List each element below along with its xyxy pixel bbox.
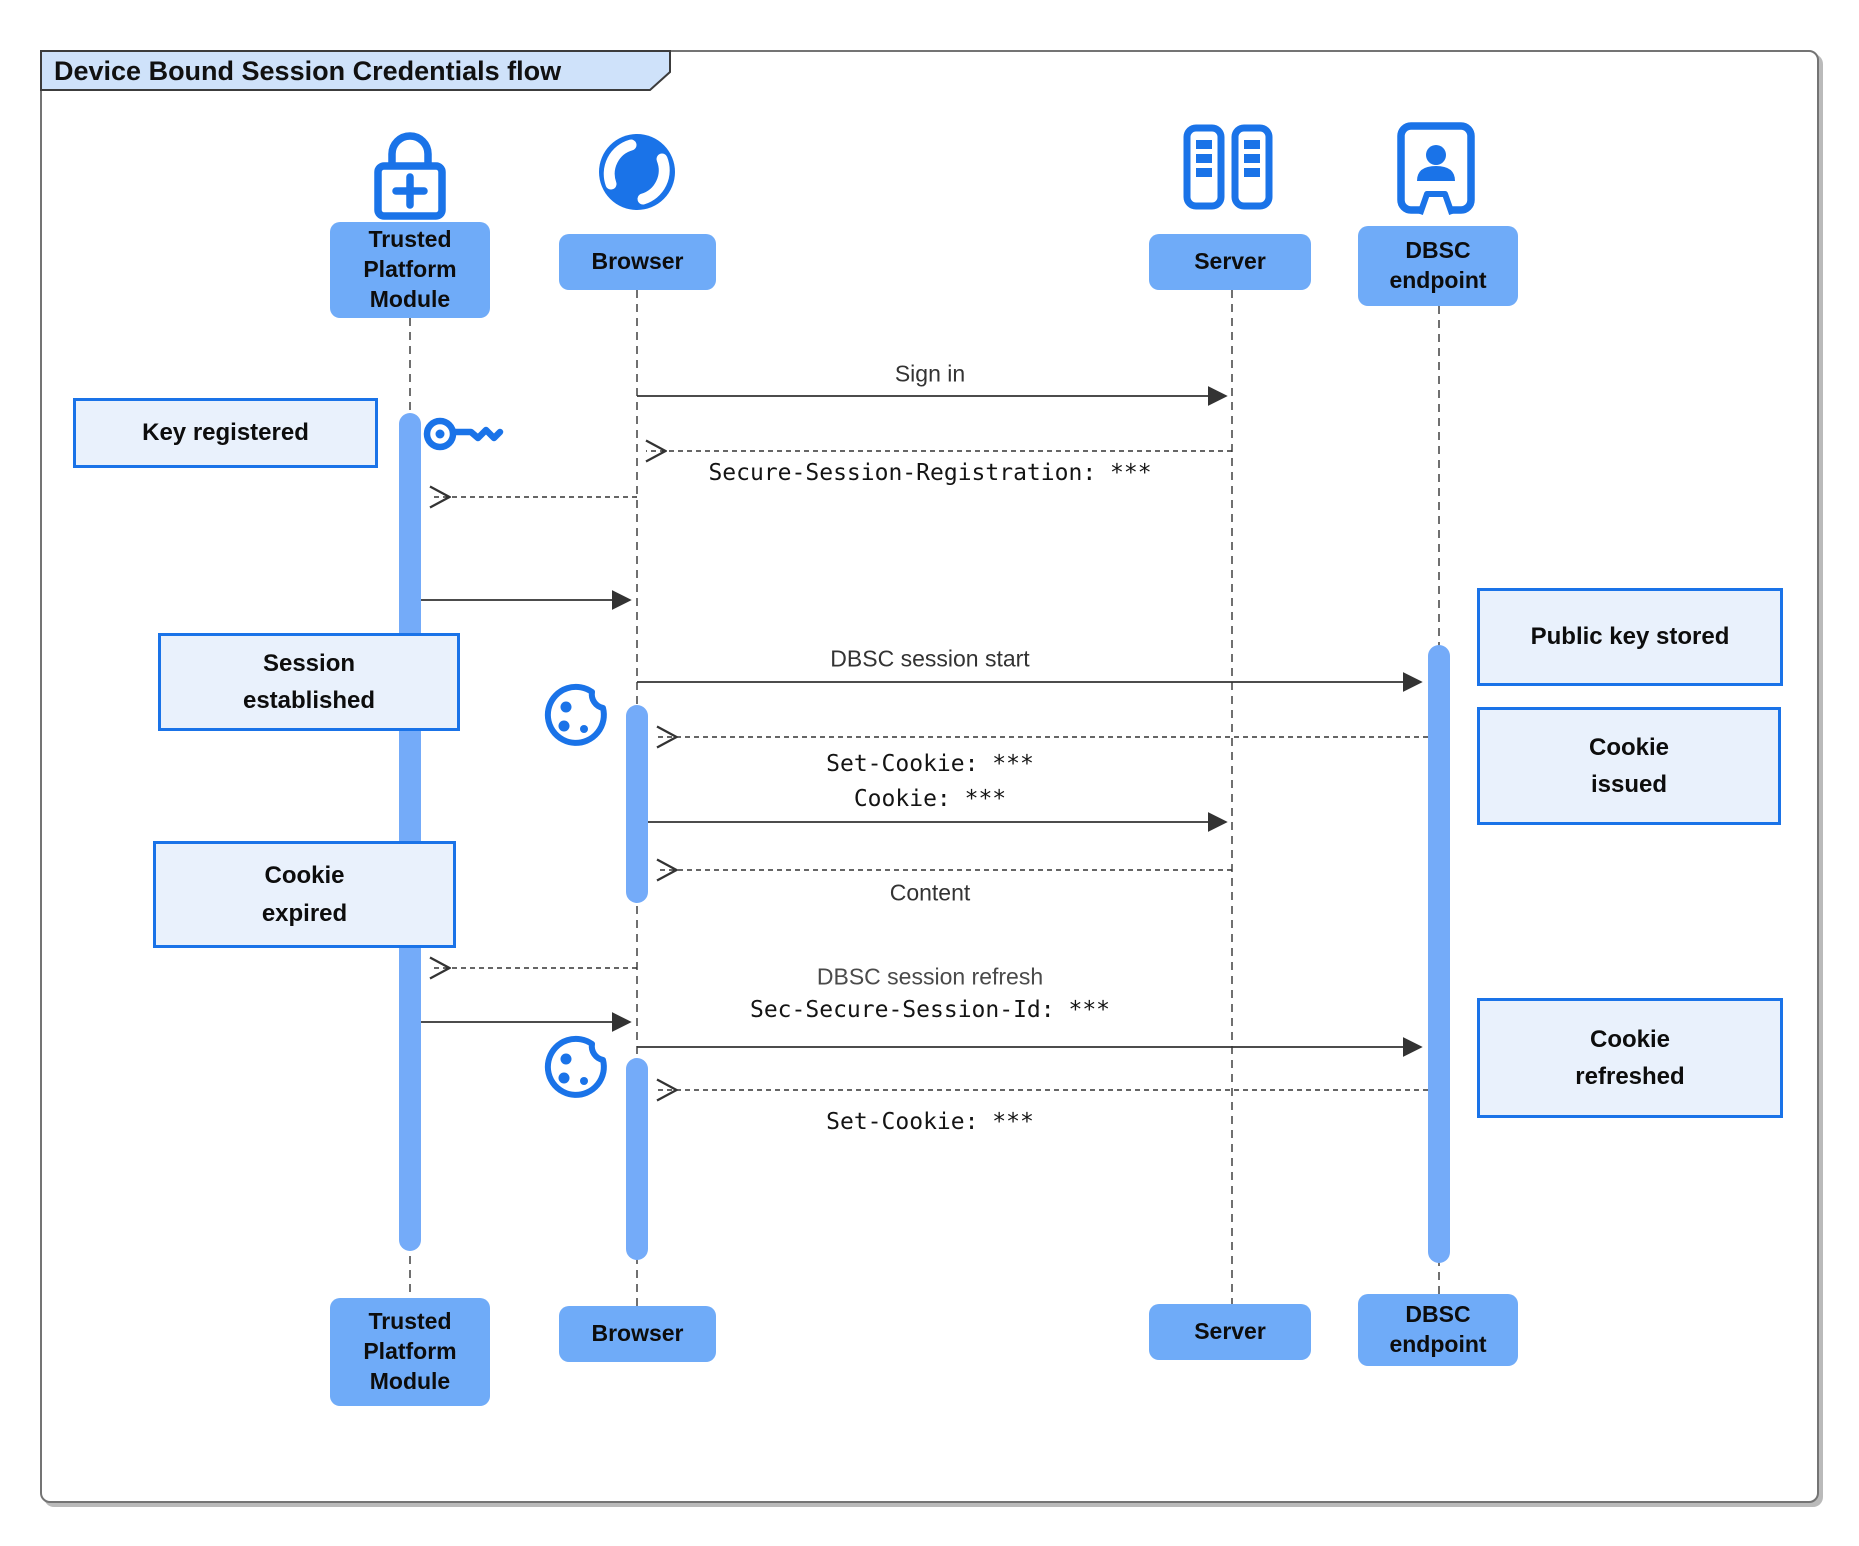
label-set-cookie-1: Set-Cookie: *** [826,751,1034,777]
actor-bottom-browser: Browser [559,1306,716,1362]
key-icon [423,417,504,451]
lock-plus-icon [374,132,446,220]
activation-bar-dbsc [1428,645,1450,1263]
actor-bottom-server: Server [1149,1304,1311,1360]
label-sign-in: Sign in [894,360,966,387]
message-arrows [421,386,1428,1090]
label-session-registration: Secure-Session-Registration: *** [708,460,1152,486]
note-cookie-issued: Cookie issued [1477,707,1781,825]
actor-top-server: Server [1149,234,1311,290]
note-public-key-stored: Public key stored [1477,588,1783,686]
activation-bar-browser-1 [626,705,648,903]
globe-icon [599,134,675,210]
label-set-cookie-2: Set-Cookie: *** [826,1109,1034,1135]
actor-top-dbsc: DBSC endpoint [1358,226,1518,306]
label-sec-secure-session-id: Sec-Secure-Session-Id: *** [749,997,1111,1023]
label-dbsc-session-refresh: DBSC session refresh [816,963,1044,990]
label-content: Content [889,879,971,906]
actor-top-browser: Browser [559,234,716,290]
activation-bar-tpm [399,413,421,1251]
cookie-icon [544,1035,607,1098]
note-cookie-expired: Cookie expired [153,841,456,948]
activation-bar-browser-2 [626,1058,648,1260]
actor-top-tpm: Trusted Platform Module [330,222,490,318]
badge-person-icon [1397,122,1475,215]
note-key-registered: Key registered [73,398,378,468]
actor-bottom-dbsc: DBSC endpoint [1358,1294,1518,1366]
note-cookie-refreshed: Cookie refreshed [1477,998,1783,1118]
server-rack-icon [1183,124,1273,210]
diagram-title: Device Bound Session Credentials flow [54,56,562,86]
activation-bars [399,413,1450,1263]
label-cookie: Cookie: *** [853,786,1007,812]
actor-bottom-tpm: Trusted Platform Module [330,1298,490,1406]
cookie-icon [544,683,607,746]
label-dbsc-session-start: DBSC session start [830,645,1030,672]
title-tab [40,50,671,91]
note-session-established: Session established [158,633,460,731]
